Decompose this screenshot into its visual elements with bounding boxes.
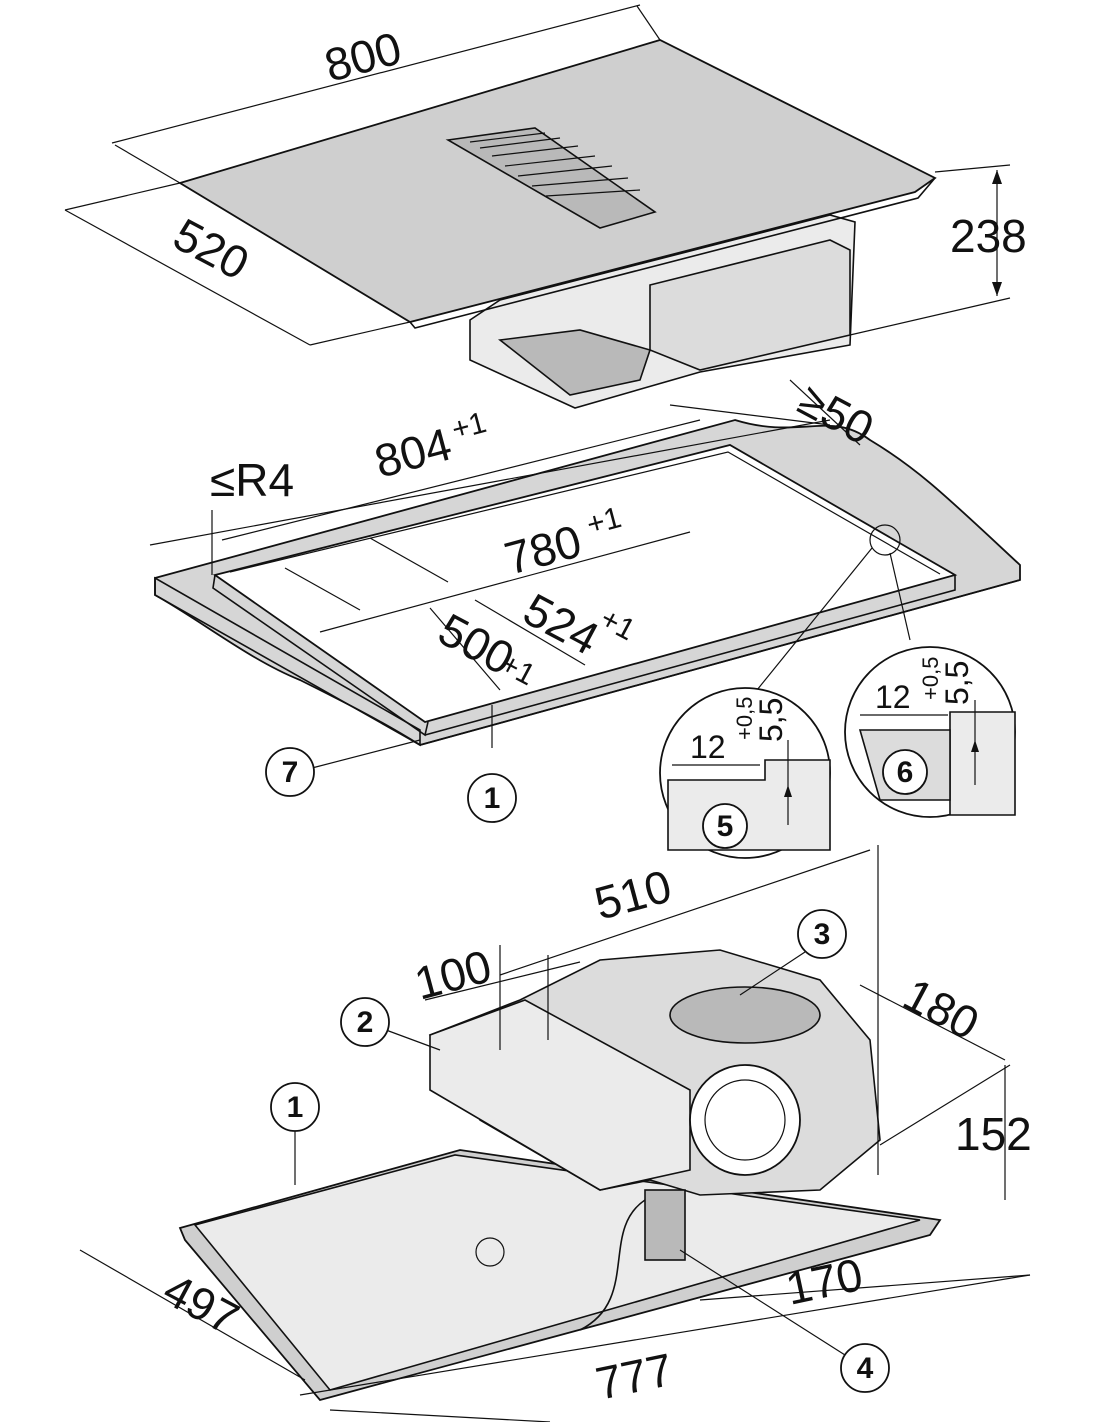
detail6-55: 5,5 <box>939 661 975 705</box>
fan-outlet <box>669 986 821 1044</box>
callout-7: 7 <box>265 739 421 797</box>
callout-6: 6 <box>882 749 928 795</box>
detail5-55: 5,5 <box>753 698 789 742</box>
fan-impeller <box>689 1064 801 1176</box>
dim-804-tol: +1 <box>448 406 490 447</box>
callout-5: 5 <box>702 803 748 849</box>
dim-r4: ≤R4 <box>210 454 294 506</box>
callout-2: 2 <box>340 997 441 1051</box>
extractor-vent <box>445 127 657 229</box>
svg-text:6: 6 <box>897 756 914 789</box>
detail5-tol: +0,5 <box>732 697 757 740</box>
control-box <box>429 999 691 1191</box>
dim-100: 100 <box>409 940 497 1010</box>
cooktop-top-view <box>177 39 937 409</box>
hob-underside <box>178 949 942 1402</box>
detail5-12: 12 <box>690 729 726 765</box>
detail6-12: 12 <box>875 679 911 715</box>
svg-text:4: 4 <box>857 1352 874 1385</box>
svg-text:2: 2 <box>357 1006 374 1039</box>
callout-4: 4 <box>679 1249 890 1393</box>
connection-box <box>644 1189 686 1261</box>
dim-238: 238 <box>950 210 1027 262</box>
dim-777: 777 <box>591 1343 677 1410</box>
svg-text:5: 5 <box>717 810 734 843</box>
callout-1-top: 1 <box>467 705 517 823</box>
worktop-cutout <box>154 419 1021 747</box>
svg-text:7: 7 <box>282 756 299 789</box>
callout-3: 3 <box>739 909 847 996</box>
detail-marker <box>869 524 901 556</box>
detail-6: 12 5,5 +0,5 <box>844 646 1016 818</box>
callout-1-bottom: 1 <box>270 1082 320 1185</box>
dim-152: 152 <box>955 1108 1032 1160</box>
svg-text:3: 3 <box>814 918 831 951</box>
dim-180: 180 <box>895 968 987 1050</box>
dim-800: 800 <box>319 22 407 92</box>
detail6-tol: +0,5 <box>918 657 943 700</box>
svg-text:1: 1 <box>287 1091 304 1124</box>
housing-underside <box>497 329 652 396</box>
svg-text:1: 1 <box>484 782 501 815</box>
dim-804: 804 <box>369 418 457 488</box>
